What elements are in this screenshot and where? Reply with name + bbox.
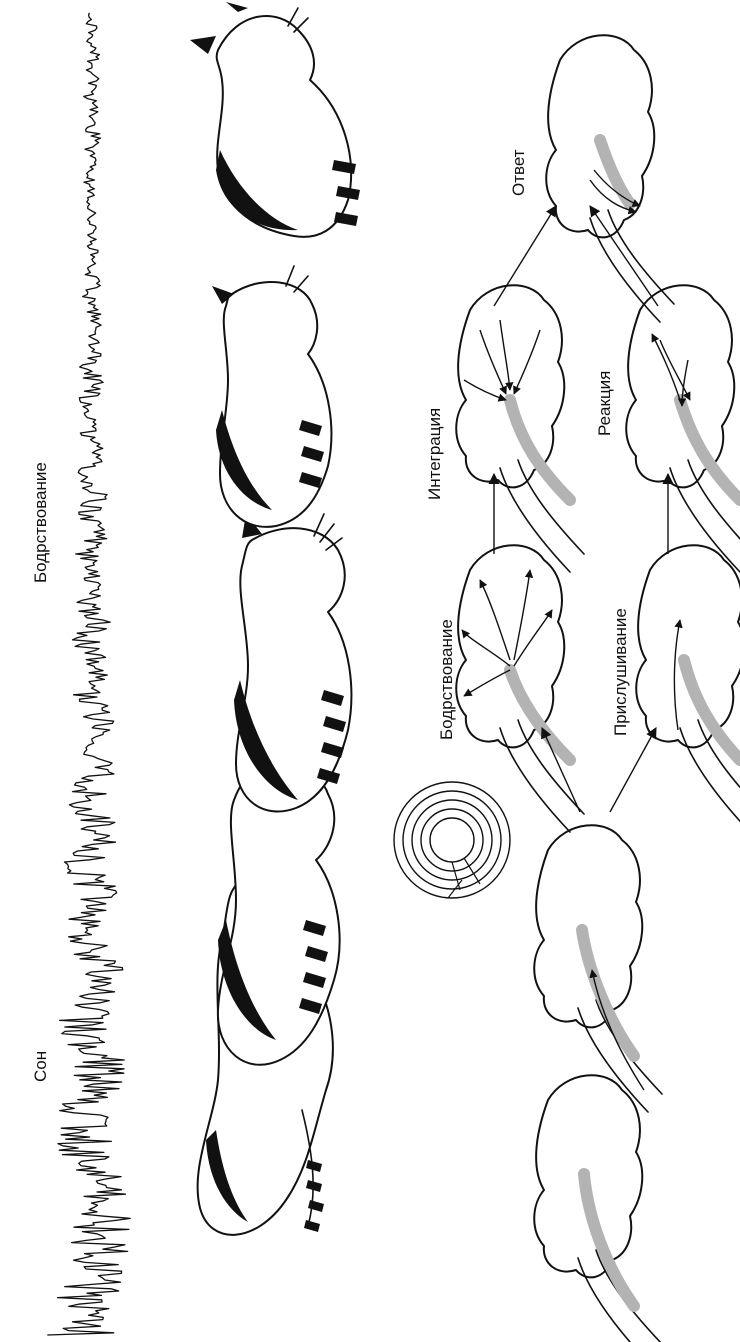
- label-reaction: Реакция: [595, 371, 614, 436]
- cat-awake-icon: [190, 2, 360, 237]
- cat-head-raised-icon: [212, 266, 331, 527]
- eeg-label-sleep: Сон: [31, 1051, 50, 1082]
- brain-response-icon: [546, 35, 674, 322]
- sound-wave-icon: [394, 782, 510, 898]
- label-response: Ответ: [509, 149, 528, 196]
- brain-integration-icon: [456, 285, 584, 572]
- label-arousal: Бодрствование: [437, 619, 456, 740]
- brain-arousal-icon: [456, 545, 584, 832]
- brain-reaction-icon: [626, 285, 740, 572]
- cat-alert-icon: [234, 514, 351, 811]
- brain-listen-icon: [636, 545, 740, 832]
- brain-sleep-icon: [534, 1075, 662, 1342]
- brain-input-icon: [534, 825, 662, 1112]
- label-listening: Прислушивание: [611, 608, 630, 736]
- eeg-trace: [47, 13, 130, 1335]
- label-integration: Интеграция: [425, 408, 444, 500]
- eeg-label-wake: Бодрствование: [31, 462, 50, 583]
